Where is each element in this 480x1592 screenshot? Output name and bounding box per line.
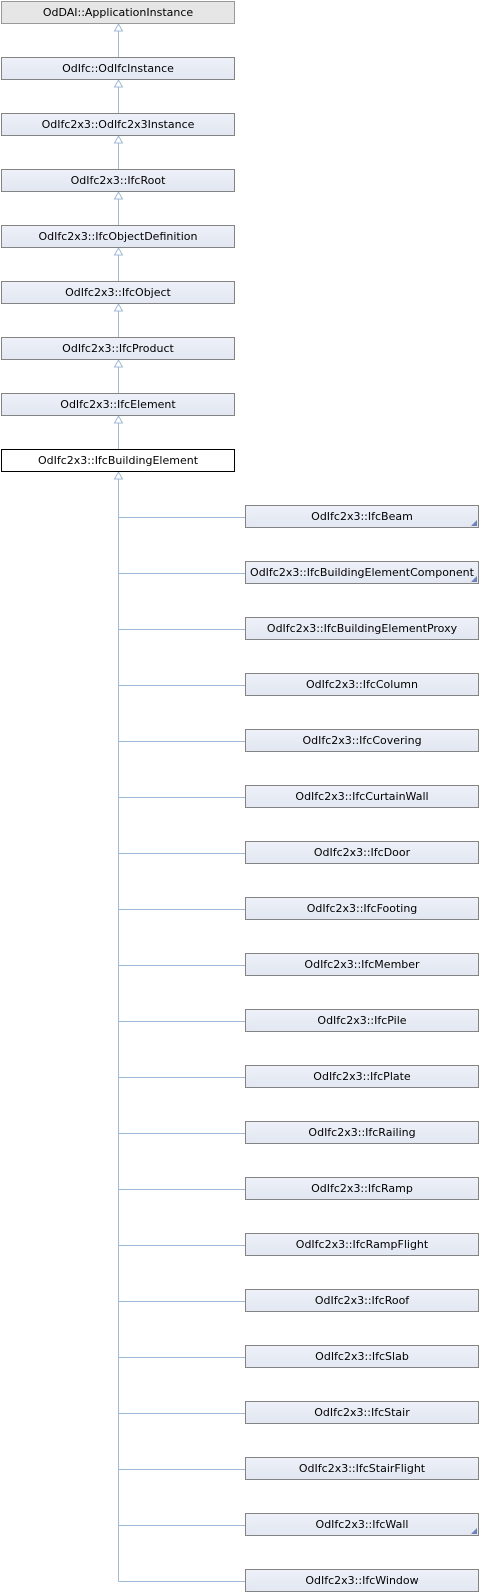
class-node-odifc2x3-ifcrailing[interactable]: OdIfc2x3::IfcRailing	[245, 1121, 479, 1144]
class-node-label: OdIfc2x3::IfcMember	[304, 958, 420, 971]
class-node-label: OdIfc2x3::IfcBeam	[311, 510, 413, 523]
class-node-label: OdIfc2x3::IfcBuildingElementProxy	[266, 622, 458, 635]
class-node-odifc2x3-ifcelement[interactable]: OdIfc2x3::IfcElement	[1, 393, 235, 416]
class-node-odifc2x3-ifcbeam[interactable]: OdIfc2x3::IfcBeam	[245, 505, 479, 528]
class-node-label: OdDAI::ApplicationInstance	[42, 6, 194, 19]
class-node-label: OdIfc2x3::IfcSlab	[315, 1350, 409, 1363]
class-node-odifc2x3-ifcdoor[interactable]: OdIfc2x3::IfcDoor	[245, 841, 479, 864]
class-node-odifc2x3-odifc2x3instance[interactable]: OdIfc2x3::OdIfc2x3Instance	[1, 113, 235, 136]
class-node-label: OdIfc2x3::IfcRoof	[314, 1294, 410, 1307]
class-node-label: OdIfc2x3::IfcBuildingElement	[37, 454, 199, 467]
class-node-odifc2x3-ifcproduct[interactable]: OdIfc2x3::IfcProduct	[1, 337, 235, 360]
class-node-label: OdIfc2x3::IfcObject	[65, 286, 171, 299]
inheritance-arrowhead	[113, 358, 124, 368]
class-node-odifc2x3-ifcwall[interactable]: OdIfc2x3::IfcWall	[245, 1513, 479, 1536]
class-node-label: OdIfc2x3::IfcBuildingElementComponent	[250, 566, 474, 579]
class-node-label: OdIfc2x3::IfcProduct	[62, 342, 174, 355]
class-node-odifc2x3-ifcslab[interactable]: OdIfc2x3::IfcSlab	[245, 1345, 479, 1368]
class-node-odifc2x3-ifcplate[interactable]: OdIfc2x3::IfcPlate	[245, 1065, 479, 1088]
class-node-label: OdIfc2x3::IfcRoot	[70, 174, 166, 187]
class-node-odifc2x3-ifcroof[interactable]: OdIfc2x3::IfcRoof	[245, 1289, 479, 1312]
class-node-odifc2x3-ifcwindow[interactable]: OdIfc2x3::IfcWindow	[245, 1569, 479, 1592]
class-node-odifc2x3-ifcstair[interactable]: OdIfc2x3::IfcStair	[245, 1401, 479, 1424]
class-node-label: OdIfc2x3::IfcWall	[315, 1518, 409, 1531]
class-node-odifc2x3-ifcpile[interactable]: OdIfc2x3::IfcPile	[245, 1009, 479, 1032]
class-node-odifc2x3-ifcmember[interactable]: OdIfc2x3::IfcMember	[245, 953, 479, 976]
class-node-oddai-applicationinstance[interactable]: OdDAI::ApplicationInstance	[1, 1, 235, 24]
class-node-label: OdIfc2x3::IfcStairFlight	[298, 1462, 426, 1475]
class-node-odifc2x3-ifcstairflight[interactable]: OdIfc2x3::IfcStairFlight	[245, 1457, 479, 1480]
class-node-label: OdIfc2x3::IfcColumn	[305, 678, 418, 691]
class-node-label: OdIfc2x3::IfcPile	[317, 1014, 407, 1027]
class-node-odifc2x3-ifcfooting[interactable]: OdIfc2x3::IfcFooting	[245, 897, 479, 920]
class-node-label: OdIfc2x3::IfcRampFlight	[295, 1238, 429, 1251]
class-node-label: OdIfc2x3::IfcCovering	[302, 734, 422, 747]
class-node-label: OdIfc2x3::IfcFooting	[306, 902, 418, 915]
class-node-odifc2x3-ifcobjectdefinition[interactable]: OdIfc2x3::IfcObjectDefinition	[1, 225, 235, 248]
class-node-odifc2x3-ifcbuildingelementcomponent[interactable]: OdIfc2x3::IfcBuildingElementComponent	[245, 561, 479, 584]
class-node-label: OdIfc2x3::IfcRailing	[308, 1126, 416, 1139]
class-node-odifc2x3-ifcbuildingelement[interactable]: OdIfc2x3::IfcBuildingElement	[1, 449, 235, 472]
inheritance-arrowhead	[113, 302, 124, 312]
class-node-label: OdIfc2x3::IfcPlate	[313, 1070, 411, 1083]
inheritance-arrowhead	[113, 134, 124, 144]
class-node-odifc-odifcinstance[interactable]: OdIfc::OdIfcInstance	[1, 57, 235, 80]
inheritance-arrowhead	[113, 246, 124, 256]
class-node-odifc2x3-ifccovering[interactable]: OdIfc2x3::IfcCovering	[245, 729, 479, 752]
class-node-label: OdIfc2x3::IfcElement	[60, 398, 176, 411]
class-node-label: OdIfc2x3::IfcStair	[314, 1406, 410, 1419]
class-node-label: OdIfc2x3::IfcRamp	[311, 1182, 413, 1195]
class-node-label: OdIfc2x3::IfcCurtainWall	[295, 790, 429, 803]
class-node-label: OdIfc2x3::IfcObjectDefinition	[38, 230, 198, 243]
class-node-odifc2x3-ifcrampflight[interactable]: OdIfc2x3::IfcRampFlight	[245, 1233, 479, 1256]
inheritance-arrowhead	[113, 414, 124, 424]
class-node-label: OdIfc2x3::OdIfc2x3Instance	[41, 118, 195, 131]
class-node-label: OdIfc2x3::IfcDoor	[313, 846, 411, 859]
class-node-odifc2x3-ifcobject[interactable]: OdIfc2x3::IfcObject	[1, 281, 235, 304]
inheritance-arrowhead	[113, 78, 124, 88]
class-node-odifc2x3-ifcroot[interactable]: OdIfc2x3::IfcRoot	[1, 169, 235, 192]
inheritance-arrowhead	[113, 470, 124, 480]
class-node-odifc2x3-ifcramp[interactable]: OdIfc2x3::IfcRamp	[245, 1177, 479, 1200]
class-node-odifc2x3-ifccurtainwall[interactable]: OdIfc2x3::IfcCurtainWall	[245, 785, 479, 808]
class-node-odifc2x3-ifcbuildingelementproxy[interactable]: OdIfc2x3::IfcBuildingElementProxy	[245, 617, 479, 640]
inheritance-arrowhead	[113, 190, 124, 200]
inheritance-arrowhead	[113, 22, 124, 32]
class-node-odifc2x3-ifccolumn[interactable]: OdIfc2x3::IfcColumn	[245, 673, 479, 696]
class-node-label: OdIfc::OdIfcInstance	[62, 62, 174, 75]
class-node-label: OdIfc2x3::IfcWindow	[305, 1574, 419, 1587]
